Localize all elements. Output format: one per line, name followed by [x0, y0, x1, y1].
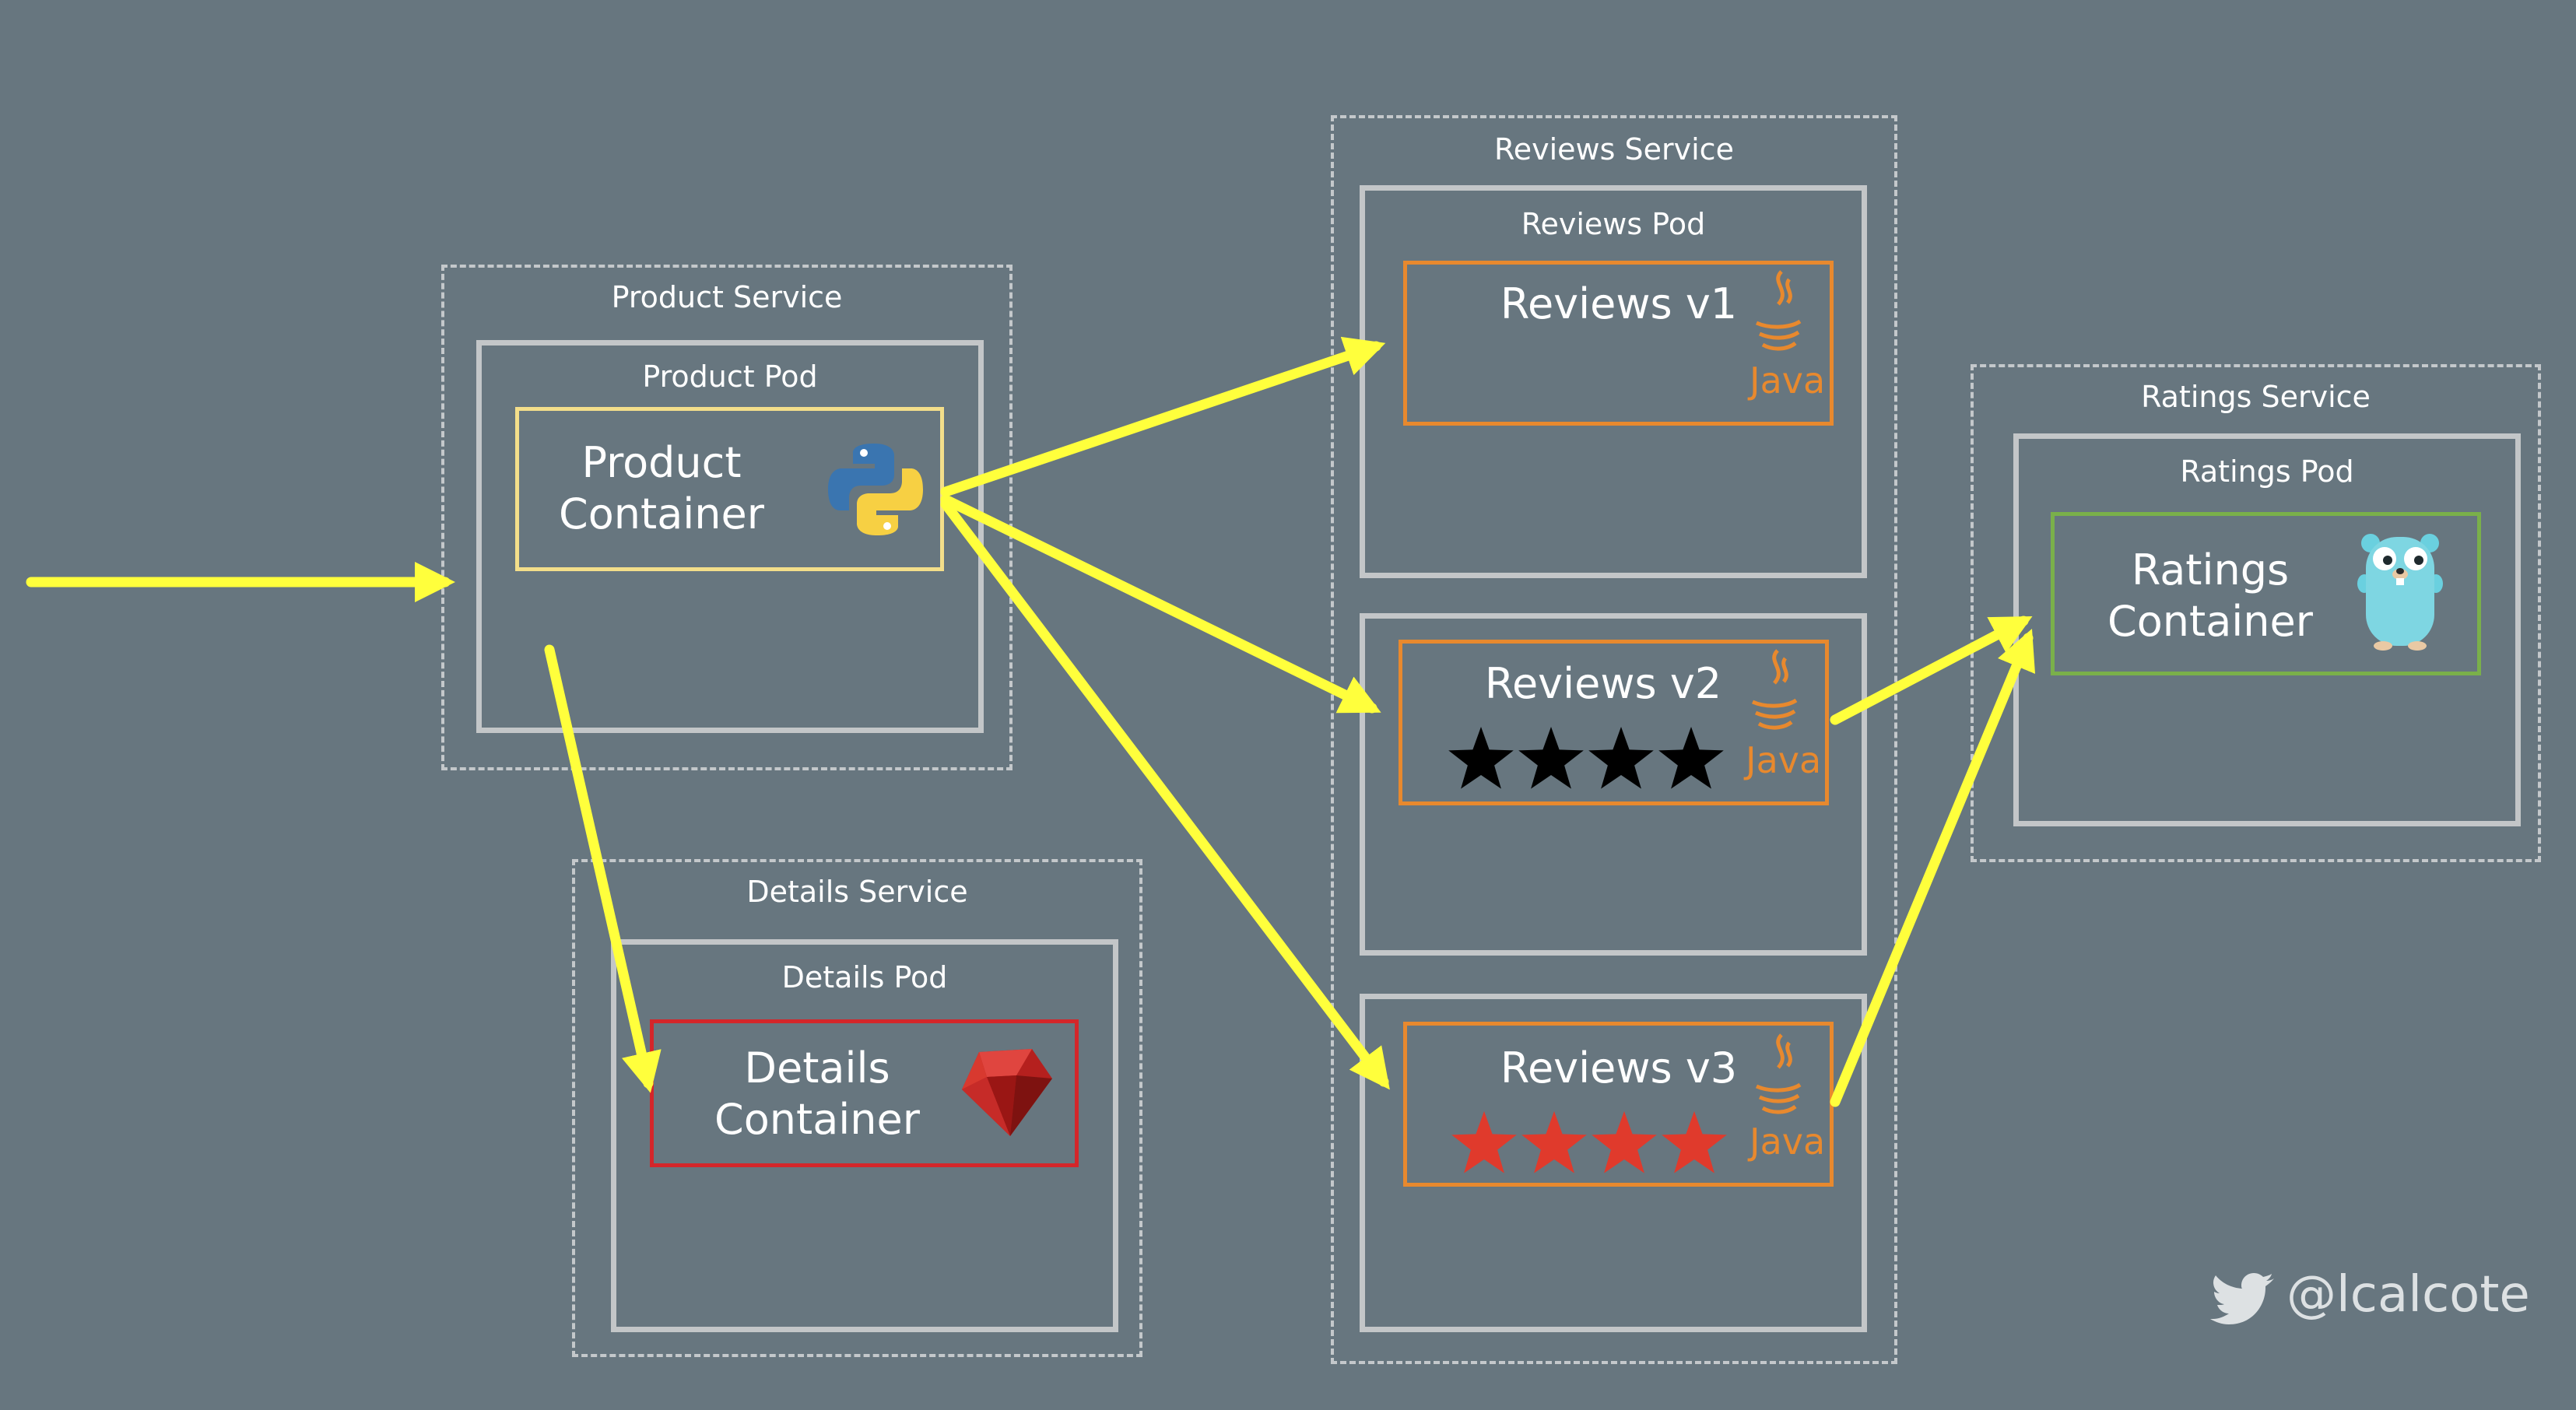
reviews-pod-v1-label: Reviews Pod: [1521, 207, 1706, 241]
star-icon: [1448, 727, 1514, 789]
ratings-container-title: Ratings Container: [2078, 545, 2343, 647]
reviews-v2-title: Reviews v2: [1484, 659, 1722, 708]
python-icon: [828, 444, 923, 535]
reviews-pod-v2-box: [1360, 613, 1867, 956]
product-container-line1: Product: [581, 438, 742, 487]
reviews-v3-title: Reviews v3: [1500, 1043, 1738, 1093]
star-icon: [1658, 727, 1724, 789]
details-container-line2: Container: [714, 1095, 920, 1144]
arrow-reviews-v3-to-ratings: [1830, 628, 2036, 1107]
java-cup-icon: [1755, 1033, 1802, 1114]
details-pod-label: Details Pod: [781, 960, 948, 994]
details-pod-box: [611, 939, 1118, 1332]
reviews-v1-title: Reviews v1: [1500, 279, 1738, 328]
ratings-pod-label: Ratings Pod: [2180, 454, 2354, 489]
reviews-v1-java-label: Java: [1750, 360, 1826, 402]
star-icon: [1592, 1111, 1657, 1173]
ratings-service-box: [1971, 364, 2541, 862]
reviews-service-label: Reviews Service: [1494, 132, 1734, 167]
ratings-container-box: [2051, 512, 2481, 675]
product-pod-box: [476, 340, 984, 733]
arrow-product-to-reviews-v3: [940, 499, 1390, 1090]
details-service-label: Details Service: [746, 875, 968, 909]
reviews-v2-java-label: Java: [1746, 739, 1822, 781]
reviews-service-box: [1331, 115, 1897, 1364]
product-pod-label: Product Pod: [642, 360, 818, 394]
reviews-v2-stars: [1448, 727, 1724, 789]
star-icon: [1521, 1111, 1587, 1173]
reviews-v3-stars: [1451, 1111, 1727, 1173]
star-icon: [1518, 727, 1584, 789]
details-container-box: [650, 1019, 1079, 1167]
ratings-service-label: Ratings Service: [2141, 380, 2371, 414]
ruby-icon: [962, 1049, 1052, 1136]
product-container-title: Product Container: [529, 437, 794, 540]
ratings-container-line2: Container: [2107, 597, 2313, 646]
java-cup-icon: [1755, 270, 1802, 351]
details-service-box: [572, 859, 1142, 1357]
product-service-label: Product Service: [611, 280, 843, 314]
gopher-icon: [2357, 534, 2443, 651]
twitter-icon: [2210, 1273, 2274, 1324]
reviews-v1-container-box: [1403, 261, 1834, 426]
arrow-product-to-details: [544, 644, 662, 1093]
arrow-product-to-reviews-v2: [940, 494, 1381, 714]
reviews-pod-v3-box: [1360, 994, 1867, 1332]
ratings-container-line1: Ratings: [2131, 545, 2290, 595]
star-icon: [1588, 727, 1654, 789]
author-handle: @lcalcote: [2286, 1266, 2530, 1324]
reviews-v3-java-label: Java: [1750, 1121, 1826, 1163]
java-cup-icon: [1751, 649, 1798, 730]
details-container-title: Details Container: [685, 1043, 949, 1145]
product-service-box: [441, 265, 1013, 770]
product-container-line2: Container: [559, 489, 764, 538]
reviews-pod-v1-box: [1360, 185, 1867, 578]
arrow-reviews-v2-to-ratings: [1830, 616, 2033, 725]
star-icon: [1662, 1111, 1727, 1173]
details-container-line1: Details: [744, 1043, 890, 1093]
reviews-v2-container-box: [1399, 640, 1829, 805]
star-icon: [1451, 1111, 1517, 1173]
arrow-product-to-reviews-v1: [940, 336, 1386, 497]
